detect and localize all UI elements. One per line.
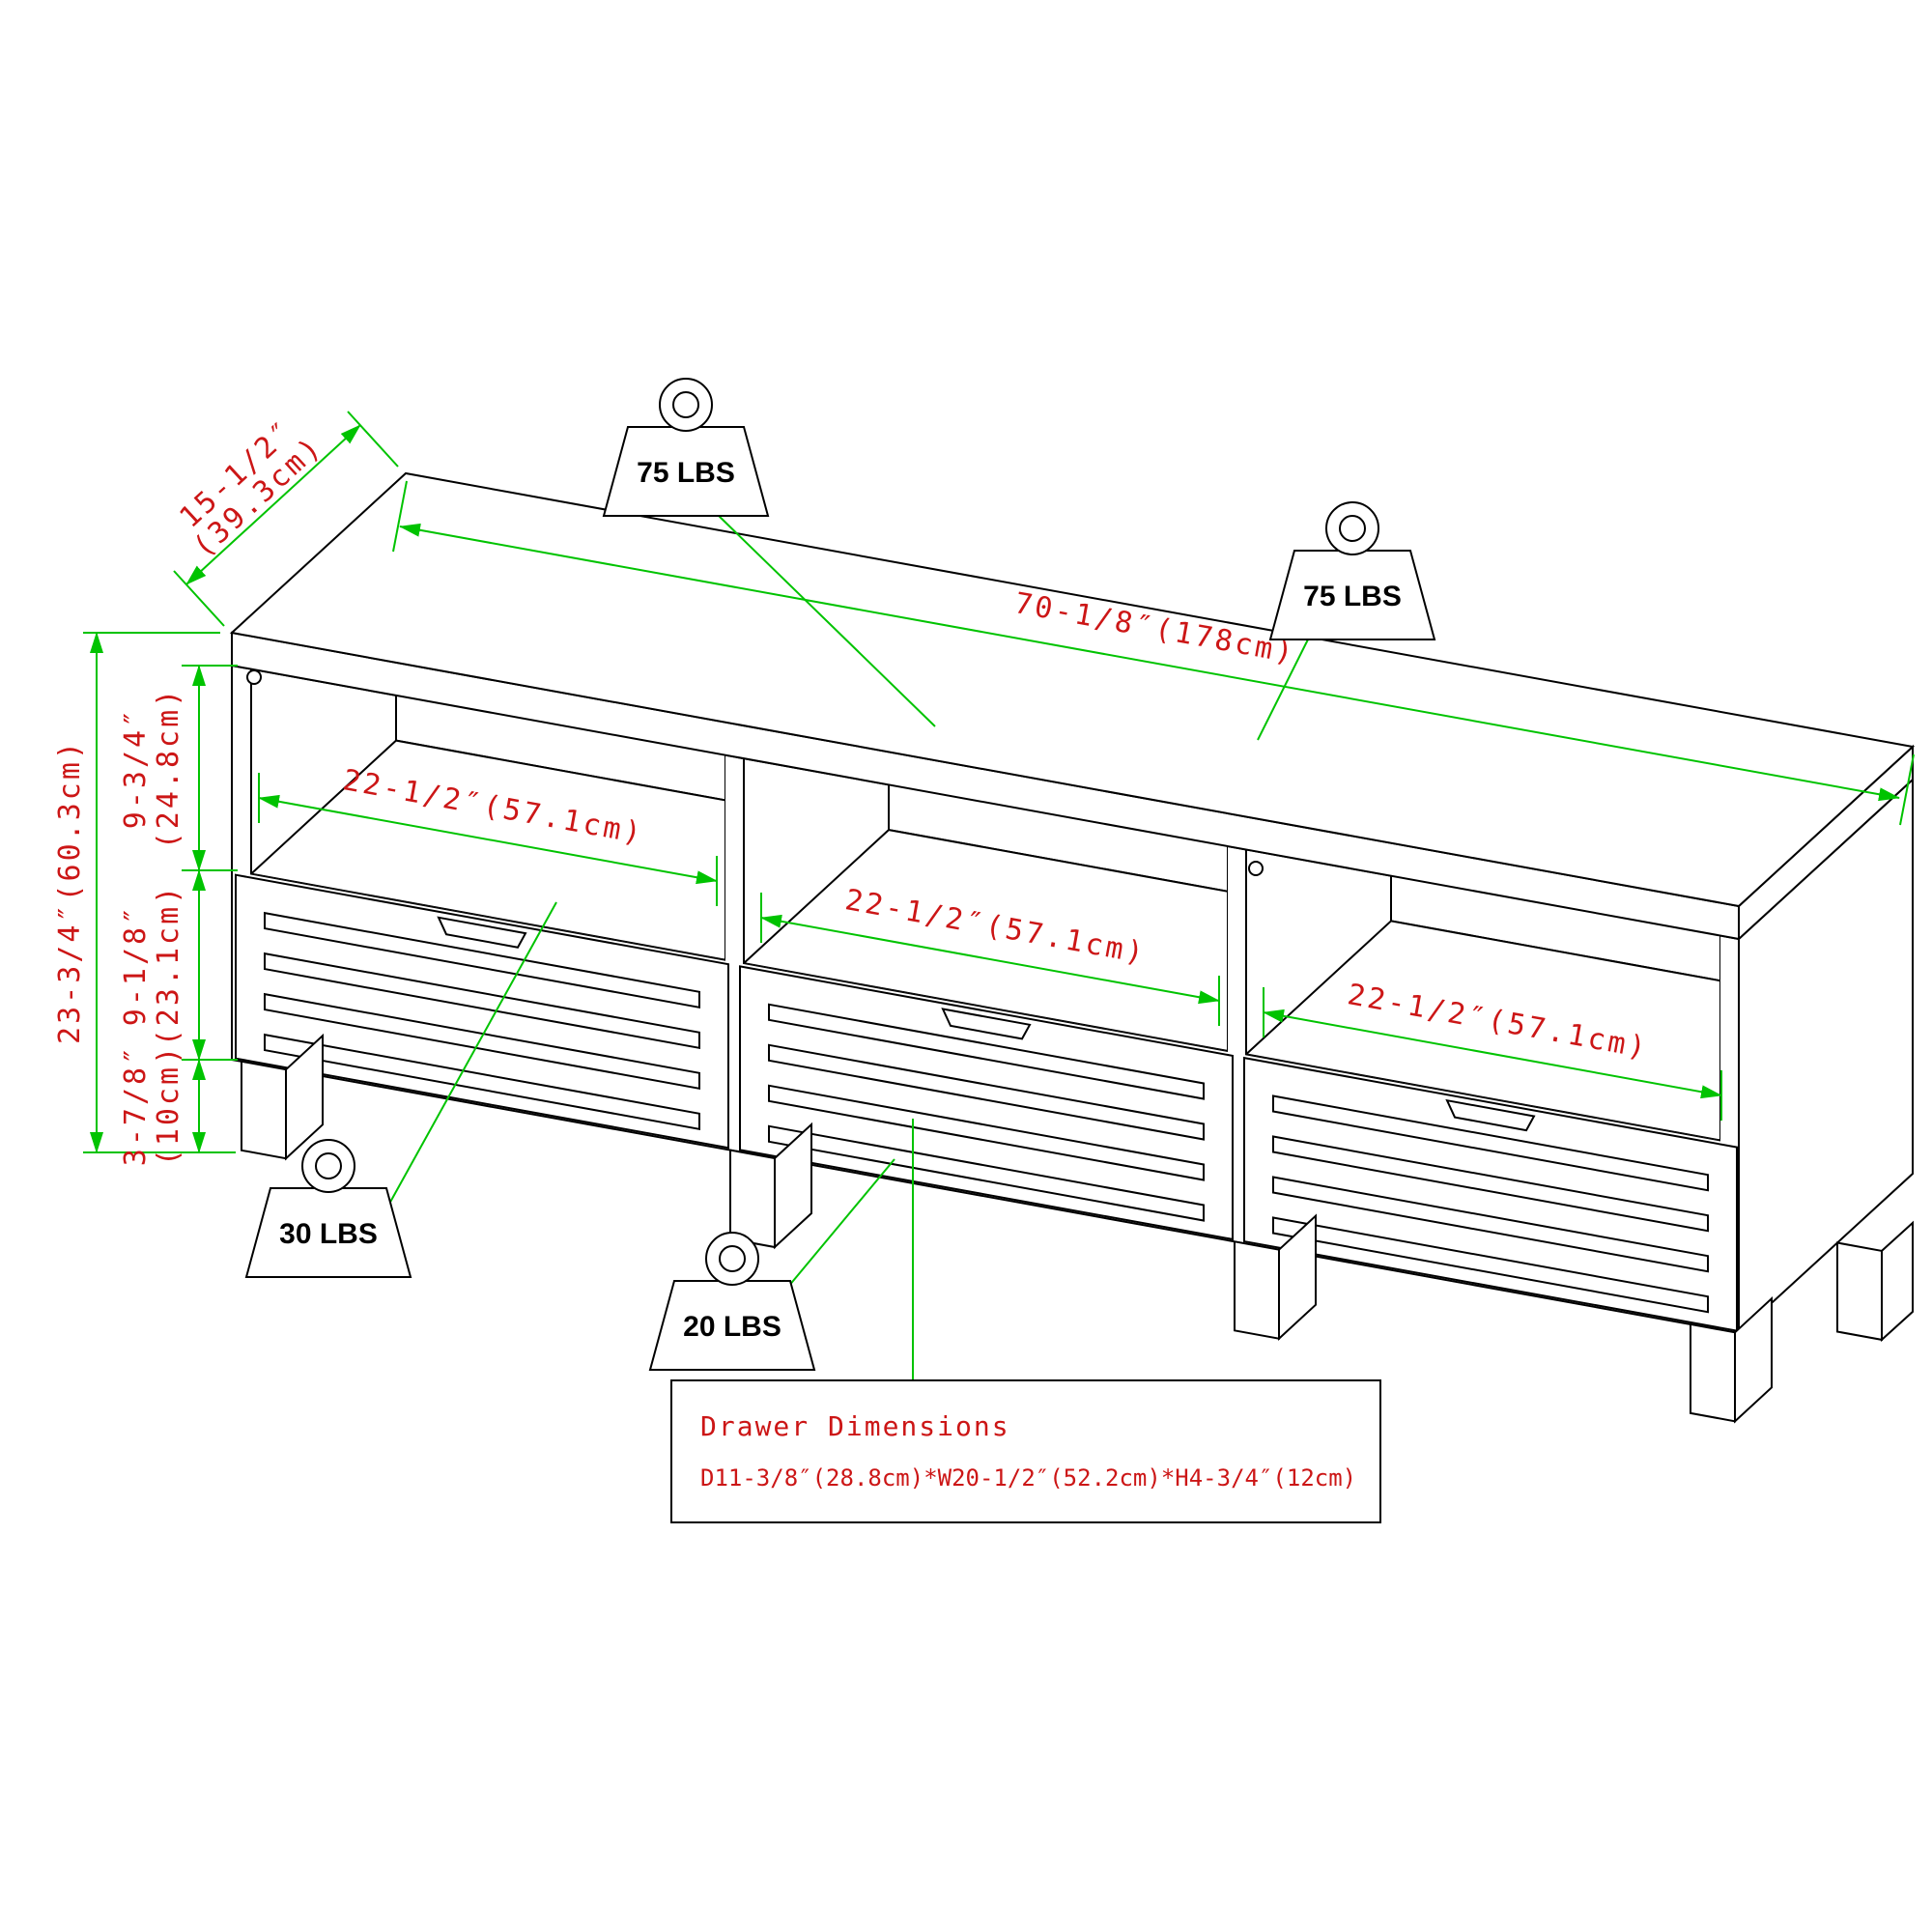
drawer-dimensions-value: D11-3/8″(28.8cm)*W20-1/2″(52.2cm)*H4-3/4… xyxy=(700,1464,1356,1492)
weight-icon-drawer: 20 LBS xyxy=(648,1232,816,1371)
dimension-shelf-width-3 xyxy=(1263,987,1722,1121)
weight-label-top-right: 75 LBS xyxy=(1303,581,1402,612)
drawer-1-slot xyxy=(264,911,700,1009)
dimension-shelf-width-1 xyxy=(258,773,718,906)
drawer-3-slot xyxy=(1272,1135,1709,1233)
dimension-section-heights xyxy=(182,665,238,1153)
dim-shelf-height-cm: (24.8cm) xyxy=(152,687,185,850)
leg-back xyxy=(1881,1220,1914,1343)
drawer-dimensions-title: Drawer Dimensions xyxy=(700,1410,1010,1442)
leg xyxy=(1690,1322,1736,1423)
dim-shelf-height-inches: 9-3/4″ xyxy=(119,707,153,829)
legs xyxy=(241,1033,1914,1424)
leader-lines xyxy=(387,513,1311,1380)
drawer-1-slot xyxy=(264,952,700,1049)
dim-overall-height: 23-3/4″(60.3cm) xyxy=(53,739,87,1044)
drawer-1-slot xyxy=(264,1033,700,1130)
leader-weight-top-left xyxy=(716,513,936,727)
dim-drawer-height-cm: (23.1cm) xyxy=(152,884,185,1047)
leg xyxy=(241,1060,287,1160)
dim-leg-height-cm: (10cm) xyxy=(152,1044,185,1166)
drawer-dimensions-box: Drawer Dimensions D11-3/8″(28.8cm)*W20-1… xyxy=(670,1379,1381,1523)
drawer-2-slot xyxy=(768,1003,1205,1100)
leader-weight-drawer xyxy=(778,1158,895,1299)
weight-icon-shelf: 30 LBS xyxy=(244,1139,412,1278)
weight-label-shelf: 30 LBS xyxy=(279,1218,378,1250)
drawer-2 xyxy=(739,965,1234,1241)
weight-icons: 75 LBS 75 LBS 30 LBS 20 LBS xyxy=(244,378,1436,1371)
drawer-dimensions-box-frame xyxy=(670,1379,1381,1523)
weight-icon-top-left: 75 LBS xyxy=(602,378,770,517)
drawer-2-slot xyxy=(768,1084,1205,1181)
drawer-2-slot xyxy=(768,1043,1205,1141)
weight-label-top-left: 75 LBS xyxy=(637,457,735,489)
leader-weight-top-right xyxy=(1257,635,1311,741)
drawer-1 xyxy=(235,873,729,1150)
leg-back xyxy=(1836,1241,1883,1342)
dimension-width xyxy=(392,480,1915,826)
weight-label-drawer: 20 LBS xyxy=(683,1311,781,1343)
cam-hole xyxy=(1248,861,1264,876)
leg xyxy=(1234,1240,1280,1340)
cam-hole xyxy=(246,669,262,685)
drawer-3 xyxy=(1243,1056,1738,1332)
drawer-2-handle xyxy=(941,1008,1032,1040)
dimension-overall-height xyxy=(83,632,236,1153)
leg xyxy=(729,1149,776,1249)
drawer-1-slot xyxy=(264,992,700,1090)
weight-icon-top-right: 75 LBS xyxy=(1268,501,1436,640)
drawer-3-slot xyxy=(1272,1176,1709,1273)
drawer-1-handle xyxy=(437,916,527,949)
drawer-2-slot xyxy=(768,1124,1205,1222)
dim-leg-height-inches: 3-7/8″ xyxy=(119,1044,153,1166)
drawer-3-slot xyxy=(1272,1216,1709,1314)
dimension-shelf-width-2 xyxy=(760,893,1220,1026)
drawer-3-handle xyxy=(1445,1098,1536,1132)
leader-weight-shelf xyxy=(387,901,557,1207)
dim-drawer-height-inches: 9-1/8″ xyxy=(119,904,153,1026)
dimension-lines xyxy=(83,411,1915,1380)
drawer-3-slot xyxy=(1272,1094,1709,1192)
dimension-depth xyxy=(173,411,399,627)
